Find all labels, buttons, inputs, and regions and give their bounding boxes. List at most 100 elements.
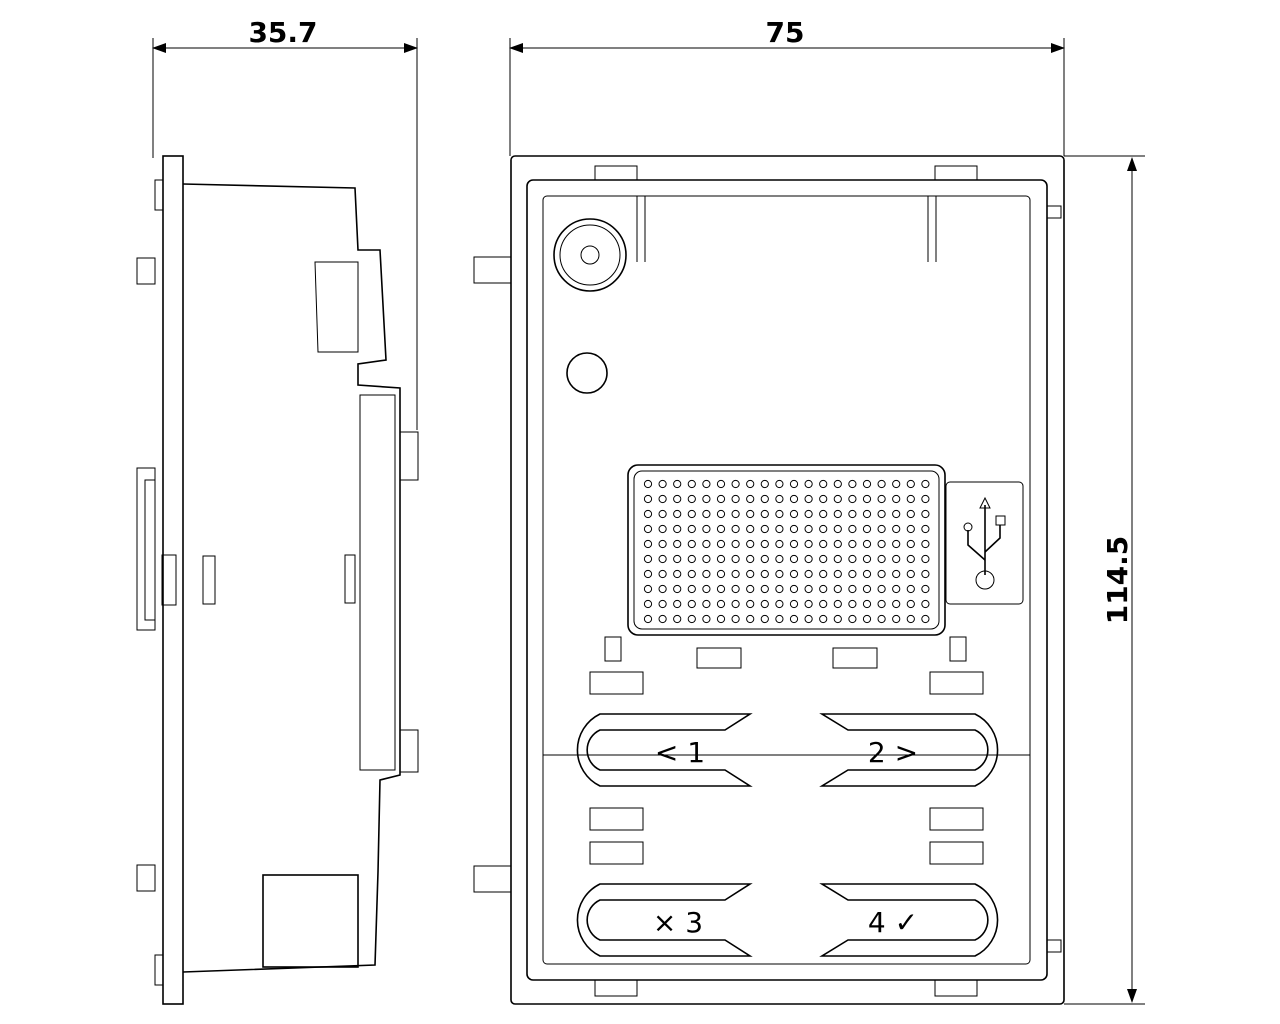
speaker-hole [906, 584, 915, 594]
side-view [136, 155, 419, 1005]
speaker-hole [731, 614, 740, 624]
button-1[interactable]: < 1 [576, 713, 753, 787]
speaker-hole [731, 524, 740, 534]
speaker-hole [804, 584, 813, 594]
led-indicator-icon [566, 352, 608, 394]
speaker-hole [673, 479, 682, 489]
speaker-hole [673, 539, 682, 549]
speaker-hole [892, 509, 901, 519]
speaker-hole [658, 494, 667, 504]
speaker-hole [833, 479, 842, 489]
speaker-hole [658, 509, 667, 519]
speaker-hole [643, 599, 653, 609]
speaker-hole [789, 554, 799, 564]
speaker-hole [862, 599, 872, 609]
speaker-hole [789, 509, 799, 519]
speaker-hole [775, 614, 784, 624]
speaker-hole [658, 524, 667, 534]
button-3[interactable]: × 3 [576, 883, 753, 957]
speaker-hole [892, 479, 901, 489]
speaker-hole [687, 524, 696, 534]
speaker-hole [658, 479, 667, 489]
speaker-hole [833, 554, 842, 564]
speaker-hole [819, 584, 828, 594]
speaker-hole [921, 599, 930, 609]
speaker-hole [643, 494, 653, 504]
speaker-hole [848, 614, 857, 624]
button-2-label: 2 > [868, 736, 918, 769]
speaker-hole [746, 584, 755, 594]
speaker-hole [819, 479, 828, 489]
speaker-hole [833, 569, 842, 579]
speaker-hole [643, 554, 653, 564]
speaker-hole [804, 554, 813, 564]
speaker-hole [658, 599, 667, 609]
speaker-hole [760, 509, 769, 519]
speaker-hole [746, 614, 755, 624]
speaker-hole [877, 614, 886, 624]
speaker-hole [906, 494, 915, 504]
button-4[interactable]: 4 ✓ [819, 883, 999, 957]
speaker-hole [862, 509, 872, 519]
speaker-hole [862, 584, 872, 594]
speaker-hole [775, 569, 784, 579]
speaker-hole [775, 479, 784, 489]
speaker-hole [877, 539, 886, 549]
speaker-hole [760, 479, 769, 489]
speaker-hole [862, 614, 872, 624]
speaker-hole [673, 509, 682, 519]
speaker-hole [702, 614, 711, 624]
speaker-hole [775, 509, 784, 519]
speaker-hole [643, 569, 653, 579]
speaker-hole [731, 554, 740, 564]
speaker-hole [906, 479, 915, 489]
speaker-hole [862, 494, 872, 504]
speaker-hole [775, 524, 784, 534]
speaker-hole [673, 554, 682, 564]
speaker-hole [731, 569, 740, 579]
speaker-hole [877, 569, 886, 579]
speaker-hole [862, 479, 872, 489]
speaker-hole [877, 509, 886, 519]
speaker-hole [789, 524, 799, 534]
speaker-hole [702, 569, 711, 579]
speaker-hole [848, 479, 857, 489]
speaker-hole [789, 479, 799, 489]
speaker-hole [716, 494, 726, 504]
speaker-hole [848, 494, 857, 504]
speaker-hole [673, 569, 682, 579]
button-2[interactable]: 2 > [819, 713, 999, 787]
speaker-hole [643, 479, 653, 489]
speaker-hole [731, 584, 740, 594]
speaker-hole [877, 599, 886, 609]
speaker-hole [833, 494, 842, 504]
speaker-hole [746, 479, 755, 489]
speaker-hole [760, 569, 769, 579]
speaker-hole [746, 494, 755, 504]
speaker-hole [716, 569, 726, 579]
speaker-hole [819, 494, 828, 504]
speaker-hole [892, 584, 901, 594]
speaker-hole [804, 599, 813, 609]
speaker-hole [760, 584, 769, 594]
speaker-hole [921, 524, 930, 534]
speaker-hole [819, 539, 828, 549]
speaker-hole [775, 554, 784, 564]
speaker-hole [848, 584, 857, 594]
speaker-hole [833, 509, 842, 519]
speaker-hole [892, 554, 901, 564]
speaker-hole [702, 494, 711, 504]
speaker-hole [921, 509, 930, 519]
speaker-hole [643, 584, 653, 594]
speaker-hole [804, 509, 813, 519]
speaker-hole [848, 554, 857, 564]
speaker-hole [877, 524, 886, 534]
speaker-hole [643, 614, 653, 624]
speaker-hole [658, 539, 667, 549]
speaker-hole [746, 599, 755, 609]
speaker-hole [877, 554, 886, 564]
speaker-hole [746, 539, 755, 549]
speaker-hole [716, 614, 726, 624]
speaker-hole [921, 479, 930, 489]
speaker-hole [716, 554, 726, 564]
